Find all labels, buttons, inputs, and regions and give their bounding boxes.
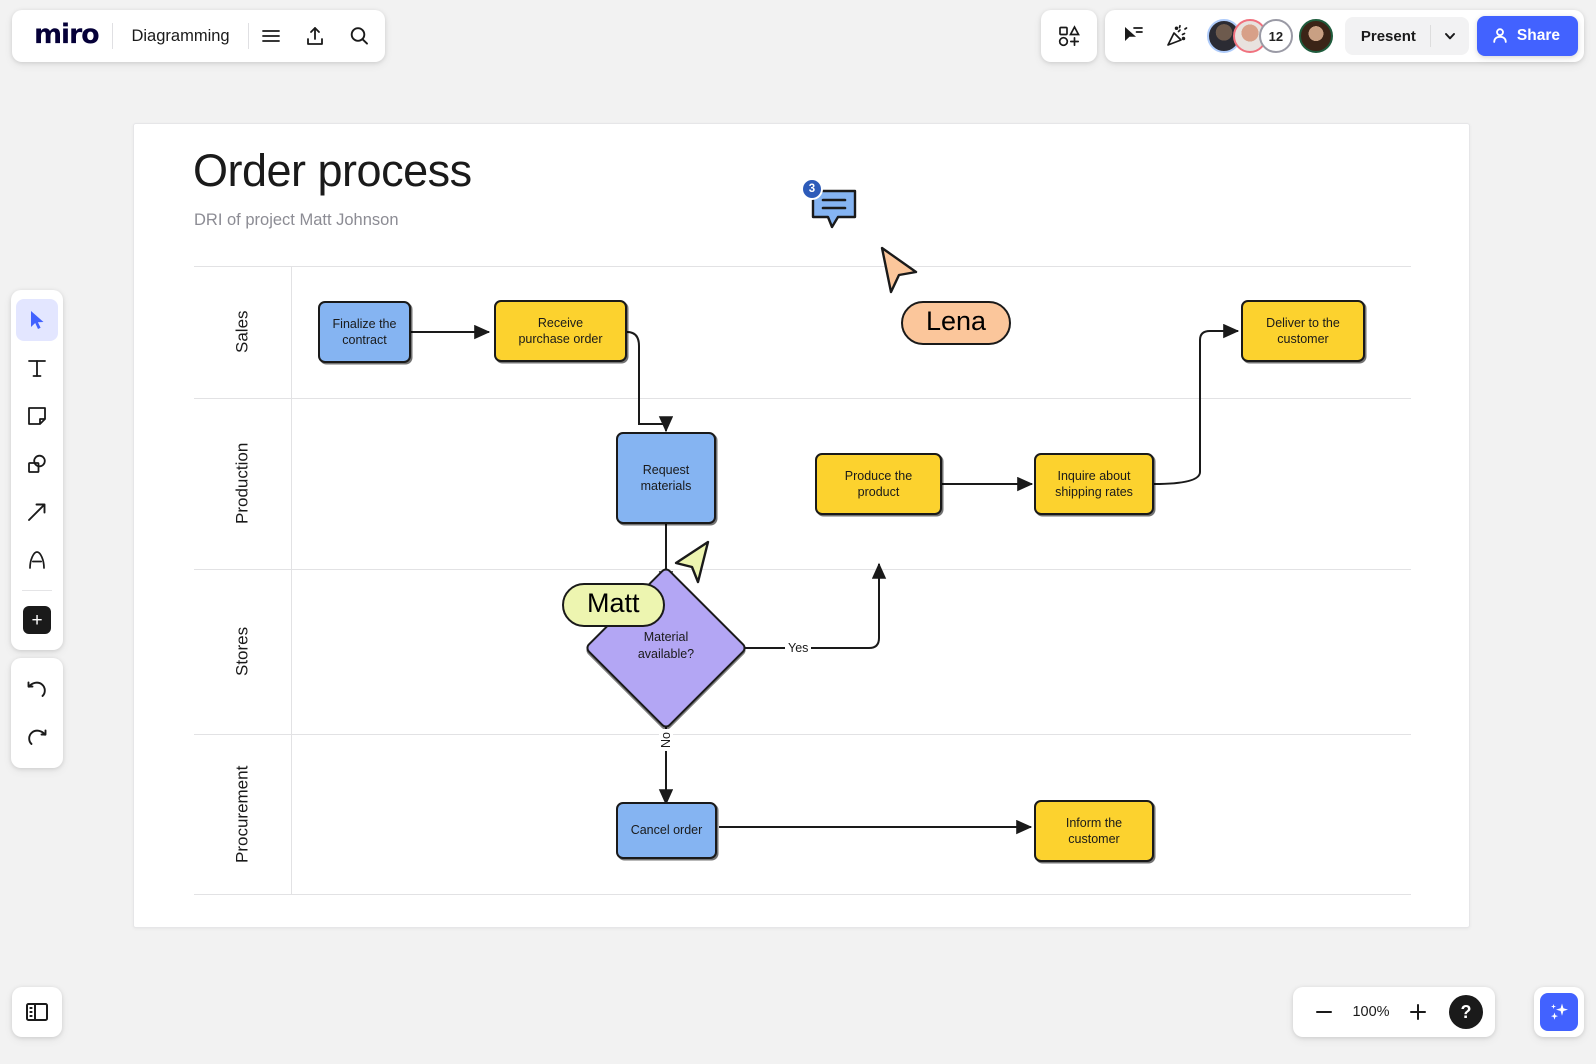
plus-icon: + — [23, 606, 51, 634]
edge-label-no: No — [659, 729, 673, 751]
zoom-level[interactable]: 100% — [1352, 1004, 1390, 1020]
lane-label-production[interactable]: Production — [232, 442, 252, 525]
page-subtitle[interactable]: DRI of project Matt Johnson — [194, 211, 399, 229]
sticky-note-tool[interactable] — [16, 395, 58, 437]
divider — [112, 23, 114, 49]
lane-label-stores[interactable]: Stores — [232, 626, 252, 677]
lane-label-sales[interactable]: Sales — [232, 310, 252, 354]
remote-cursor-lena: Lena — [876, 246, 1012, 345]
history-toolbar — [11, 658, 63, 768]
sparkles-icon — [1540, 993, 1578, 1031]
divider — [247, 23, 249, 49]
lane-divider — [194, 734, 1411, 735]
chevron-down-icon[interactable] — [1431, 29, 1469, 43]
hamburger-menu-icon[interactable] — [249, 14, 293, 58]
page-title[interactable]: Order process — [193, 145, 472, 196]
board-canvas[interactable]: Order process DRI of project Matt Johnso… — [133, 123, 1470, 928]
lane-label-procurement[interactable]: Procurement — [232, 765, 252, 863]
lane-divider — [194, 398, 1411, 399]
shapes-add-pill[interactable] — [1040, 10, 1097, 62]
avatar[interactable] — [1298, 19, 1333, 53]
avatar-overflow-count[interactable]: 12 — [1258, 19, 1293, 53]
divider — [1429, 25, 1431, 47]
select-tool[interactable] — [16, 299, 58, 341]
node-label: Cancel order — [630, 823, 703, 838]
undo-button[interactable] — [16, 668, 58, 710]
cursor-pointer-icon — [880, 246, 918, 294]
divider — [22, 590, 52, 591]
left-toolbar: + — [11, 290, 63, 650]
top-left-toolbar: miro Diagramming — [12, 10, 385, 62]
more-apps-tool[interactable]: + — [16, 599, 58, 641]
share-label: Share — [1516, 27, 1560, 44]
redo-button[interactable] — [16, 716, 58, 758]
zoom-controls: 100% ? — [1293, 987, 1495, 1037]
zoom-out-button[interactable] — [1305, 993, 1343, 1031]
board-title[interactable]: Diagramming — [131, 26, 230, 45]
node-cancel-order[interactable]: Cancel order — [616, 802, 717, 859]
cursor-name-label: Lena — [901, 301, 1012, 345]
top-right-toolbar: 12 Present Share — [1040, 10, 1584, 62]
cursor-name-label: Matt — [562, 583, 665, 627]
shapes-tool[interactable] — [16, 443, 58, 485]
present-control[interactable]: Present — [1344, 17, 1469, 55]
lane-divider — [194, 569, 1411, 570]
ai-assistant-button[interactable] — [1534, 987, 1584, 1037]
cursor-pointer-icon — [674, 540, 710, 584]
party-popper-icon[interactable] — [1155, 14, 1199, 58]
share-button[interactable]: Share — [1476, 16, 1578, 56]
collaboration-pill: 12 Present Share — [1104, 10, 1584, 62]
shapes-add-icon[interactable] — [1047, 14, 1091, 58]
help-button[interactable]: ? — [1449, 995, 1483, 1029]
pen-tool[interactable] — [16, 539, 58, 581]
comment-bubble-icon — [811, 189, 857, 229]
lane-divider — [194, 266, 1411, 267]
miro-logo[interactable]: miro — [34, 18, 100, 50]
comment-pin[interactable]: 3 — [801, 178, 858, 231]
search-icon[interactable] — [337, 14, 381, 58]
text-tool[interactable] — [16, 347, 58, 389]
cursor-share-icon[interactable] — [1111, 14, 1155, 58]
comment-count-badge: 3 — [801, 178, 823, 200]
panel-toggle-button[interactable] — [12, 987, 62, 1037]
connector-tool[interactable] — [16, 491, 58, 533]
collaborator-avatars[interactable]: 12 — [1206, 19, 1333, 53]
upload-icon[interactable] — [293, 14, 337, 58]
present-label[interactable]: Present — [1360, 27, 1416, 45]
zoom-in-button[interactable] — [1399, 993, 1437, 1031]
lane-header-divider — [291, 266, 292, 895]
person-icon — [1491, 27, 1509, 45]
edge-label-yes: Yes — [785, 641, 812, 655]
lane-divider — [194, 894, 1411, 895]
